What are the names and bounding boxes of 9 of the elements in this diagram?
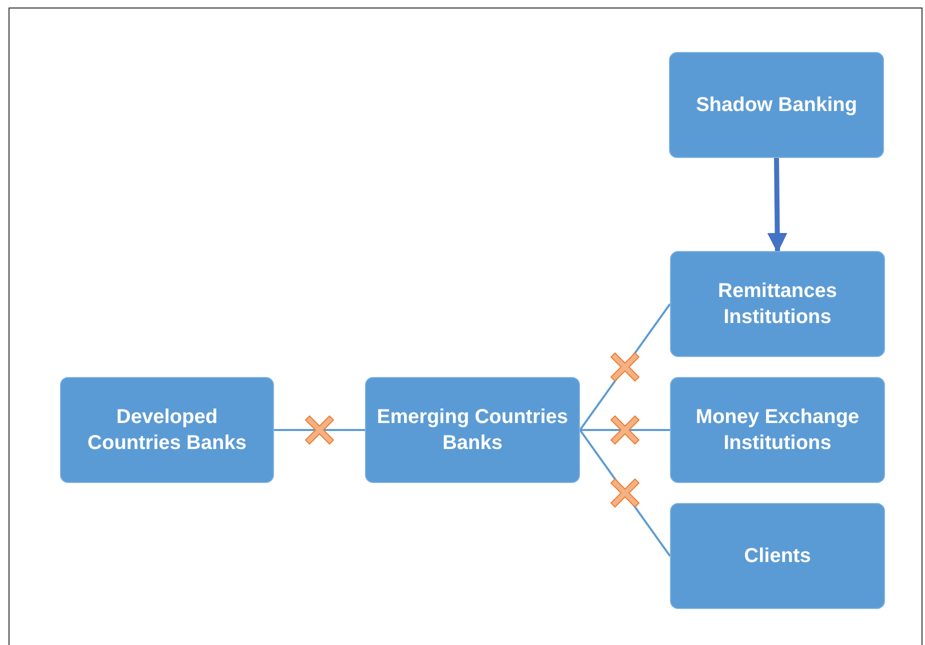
arrow [767,158,788,253]
connector-line [580,429,670,431]
process-box: Shadow Banking [669,52,884,158]
process-box: Emerging Countries Banks [365,377,580,483]
process-box: Clients [670,503,885,609]
process-box: Remittances Institutions [670,251,885,357]
process-box: Money Exchange Institutions [670,377,885,483]
process-box: Developed Countries Banks [60,377,274,483]
connector-line [274,429,365,431]
